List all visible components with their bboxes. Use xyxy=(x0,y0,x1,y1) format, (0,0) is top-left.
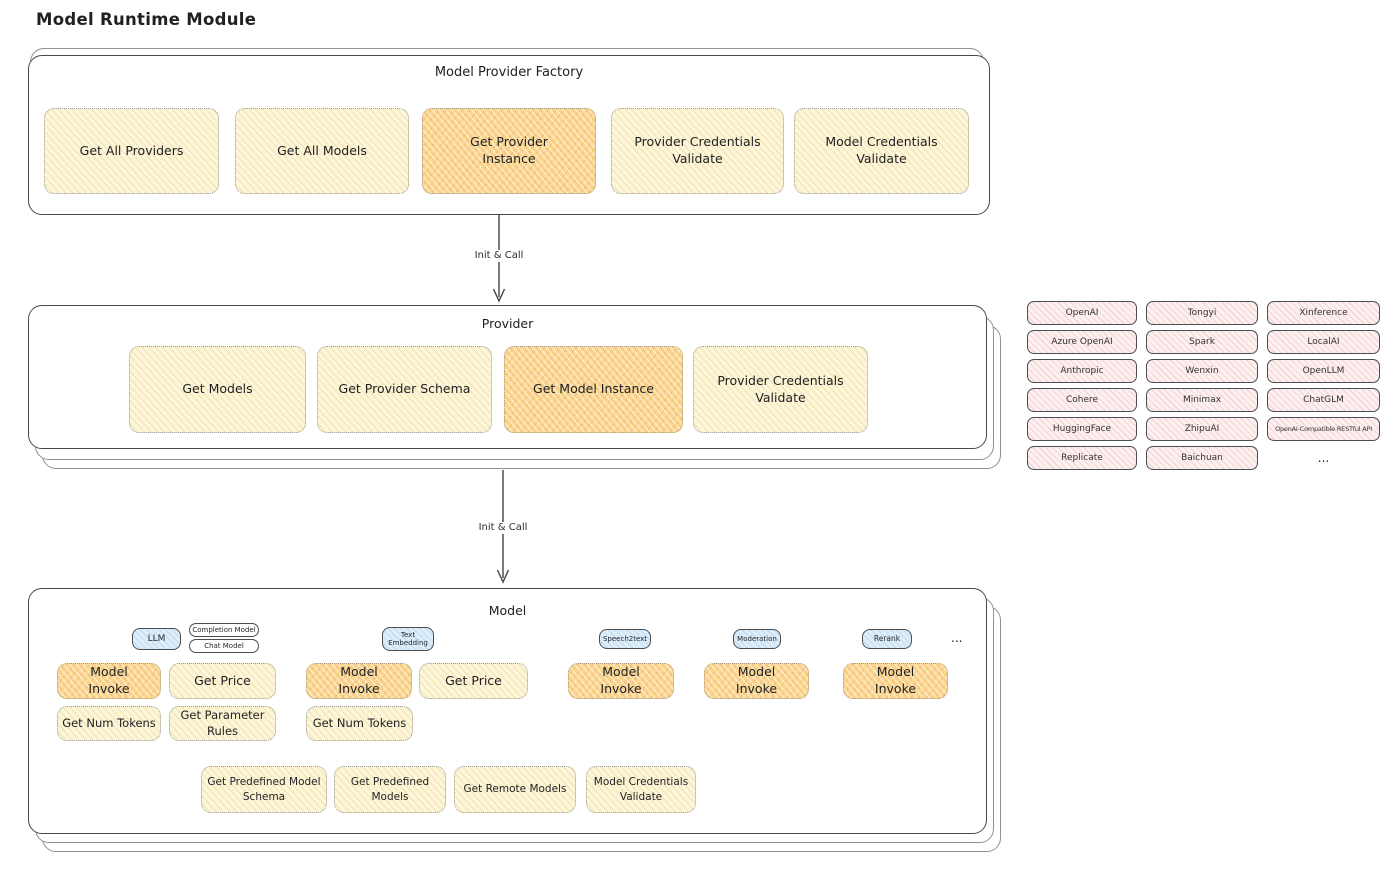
provider-chip-replicate: Replicate xyxy=(1027,446,1137,470)
provider-panel: Provider Get Models Get Provider Schema … xyxy=(28,305,987,449)
edge-label-init-call-1: Init & Call xyxy=(462,250,536,262)
model-node-rerank-invoke: Model Invoke xyxy=(843,663,948,699)
model-node-text-embedding-get-price: Get Price xyxy=(419,663,528,699)
provider-chip-zhipuai: ZhipuAI xyxy=(1146,417,1258,441)
provider-chip-xinference: Xinference xyxy=(1267,301,1380,325)
provider-node-get-provider-schema: Get Provider Schema xyxy=(317,346,492,433)
model-node-llm-get-parameter-rules: Get Parameter Rules xyxy=(169,706,276,741)
provider-chip-localai: LocalAI xyxy=(1267,330,1380,354)
model-type-tab-text-embedding: Text Embedding xyxy=(382,627,434,651)
model-type-tab-rerank: Rerank xyxy=(862,629,912,649)
model-node-llm-invoke: Model Invoke xyxy=(57,663,161,699)
factory-node-get-all-providers: Get All Providers xyxy=(44,108,219,194)
model-node-llm-get-price: Get Price xyxy=(169,663,276,699)
provider-list: OpenAI Azure OpenAI Anthropic Cohere Hug… xyxy=(1027,301,1380,470)
provider-chip-chatglm: ChatGLM xyxy=(1267,388,1380,412)
provider-chip-minimax: Minimax xyxy=(1146,388,1258,412)
model-panel-title: Model xyxy=(488,603,527,618)
model-node-text-embedding-get-num-tokens: Get Num Tokens xyxy=(306,706,413,741)
provider-panel-title: Provider xyxy=(481,316,534,331)
model-types-more: ... xyxy=(951,631,963,645)
provider-list-more: ... xyxy=(1317,451,1330,465)
provider-chip-wenxin: Wenxin xyxy=(1146,359,1258,383)
factory-panel-title: Model Provider Factory xyxy=(434,65,584,80)
edge-label-init-call-2: Init & Call xyxy=(466,522,540,534)
model-node-get-predefined-model-schema: Get Predefined Model Schema xyxy=(201,766,327,813)
model-type-chip-completion-model: Completion Model xyxy=(189,623,259,637)
model-node-get-predefined-models: Get Predefined Models xyxy=(334,766,446,813)
model-node-get-remote-models: Get Remote Models xyxy=(454,766,576,813)
provider-chip-spark: Spark xyxy=(1146,330,1258,354)
provider-chip-openai: OpenAI xyxy=(1027,301,1137,325)
factory-node-model-credentials-validate: Model Credentials Validate xyxy=(794,108,969,194)
provider-chip-baichuan: Baichuan xyxy=(1146,446,1258,470)
model-node-moderation-invoke: Model Invoke xyxy=(704,663,809,699)
provider-node-provider-credentials-validate: Provider Credentials Validate xyxy=(693,346,868,433)
provider-node-get-models: Get Models xyxy=(129,346,306,433)
factory-panel: Model Provider Factory Get All Providers… xyxy=(28,55,990,215)
factory-node-get-provider-instance: Get Provider Instance xyxy=(422,108,596,194)
provider-node-get-model-instance: Get Model Instance xyxy=(504,346,683,433)
model-node-text-embedding-invoke: Model Invoke xyxy=(306,663,412,699)
provider-chip-azure-openai: Azure OpenAI xyxy=(1027,330,1137,354)
provider-chip-tongyi: Tongyi xyxy=(1146,301,1258,325)
model-type-tab-speech2text: Speech2text xyxy=(599,629,651,649)
model-node-llm-get-num-tokens: Get Num Tokens xyxy=(57,706,161,741)
model-node-speech2text-invoke: Model Invoke xyxy=(568,663,674,699)
factory-node-provider-credentials-validate: Provider Credentials Validate xyxy=(611,108,784,194)
factory-node-get-all-models: Get All Models xyxy=(235,108,409,194)
model-type-tab-llm: LLM xyxy=(132,628,181,650)
provider-chip-openai-compatible-restful-api: OpenAI-Compatible RESTful API xyxy=(1267,417,1380,441)
model-type-chip-chat-model: Chat Model xyxy=(189,639,259,653)
diagram-title: Model Runtime Module xyxy=(36,10,257,29)
provider-chip-cohere: Cohere xyxy=(1027,388,1137,412)
provider-chip-anthropic: Anthropic xyxy=(1027,359,1137,383)
provider-chip-openllm: OpenLLM xyxy=(1267,359,1380,383)
model-type-tab-moderation: Moderation xyxy=(733,629,781,649)
provider-chip-huggingface: HuggingFace xyxy=(1027,417,1137,441)
model-panel: Model LLM Completion Model Chat Model Te… xyxy=(28,588,987,834)
model-node-model-credentials-validate: Model Credentials Validate xyxy=(586,766,696,813)
